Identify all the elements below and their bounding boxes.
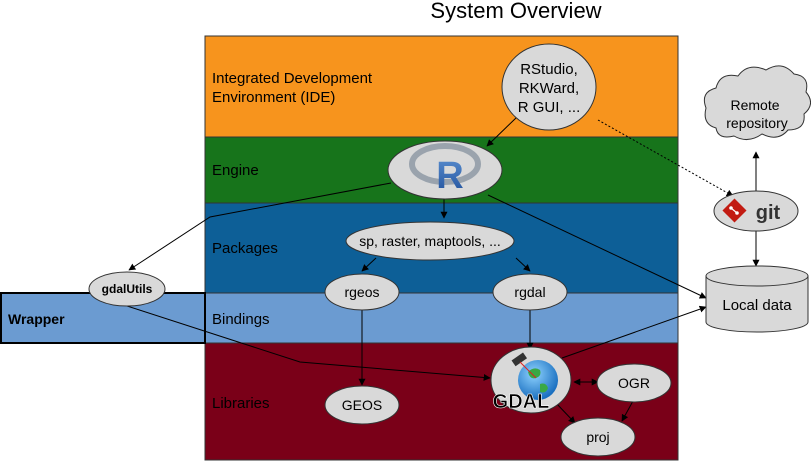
- gdal-globe-icon: [511, 352, 558, 400]
- packages-to-rgeos-arrow: [361, 257, 377, 272]
- remote-repository-cloud: [703, 65, 811, 140]
- geos-node: [324, 385, 400, 425]
- wrapper-box: [0, 292, 206, 344]
- engine-layer-label: Engine: [212, 162, 259, 179]
- ide-to-git-dotted: [597, 119, 734, 197]
- gdalutils-to-gdal-arrow: [126, 305, 491, 381]
- proj-node: [560, 417, 636, 457]
- rgdal-node: [492, 273, 568, 311]
- rgeos-node: [324, 273, 400, 311]
- ide-layer-label-line1: Integrated Development: [212, 70, 373, 87]
- diagram-title: System Overview: [430, 0, 601, 23]
- ogr-node-label: OGR: [618, 375, 650, 391]
- ide-to-r-arrow: [486, 116, 518, 147]
- gdal-to-localdata-arrow: [561, 305, 707, 359]
- bindings-layer-label: Bindings: [212, 311, 270, 328]
- ide-apps-line3: R GUI, ...: [518, 99, 581, 116]
- packages-layer-label: Packages: [212, 240, 278, 257]
- r-logo-icon: R: [409, 143, 481, 197]
- ogr-node: [596, 363, 672, 403]
- bindings-layer: [204, 292, 679, 344]
- ide-apps-node: [501, 43, 597, 131]
- geos-node-label: GEOS: [342, 397, 382, 413]
- local-data-label: Local data: [722, 297, 792, 314]
- ide-apps-line2: RKWard,: [519, 80, 579, 97]
- gdal-node-label: GDAL: [493, 391, 550, 413]
- svg-text:R: R: [436, 155, 463, 197]
- connectors: [126, 116, 760, 424]
- ogr-to-proj-arrow: [621, 400, 634, 422]
- rgdal-node-label: rgdal: [514, 284, 545, 300]
- packages-to-rgdal-arrow: [515, 257, 531, 272]
- proj-node-label: proj: [586, 429, 609, 445]
- ide-layer-label-line2: Environment (IDE): [212, 89, 335, 106]
- packages-node: [345, 221, 515, 261]
- gdalutils-node: [88, 271, 166, 307]
- local-data-cylinder: [705, 265, 809, 333]
- ide-apps-line1: RStudio,: [520, 61, 578, 78]
- wrapper-label: Wrapper: [8, 311, 65, 327]
- libraries-layer-label: Libraries: [212, 395, 270, 412]
- packages-node-label: sp, raster, maptools, ...: [359, 233, 501, 249]
- rgeos-node-label: rgeos: [344, 284, 379, 300]
- gdalutils-node-label: gdalUtils: [102, 282, 153, 296]
- r-to-gdalutils-arrow: [128, 182, 392, 271]
- git-node-label: git: [756, 202, 781, 224]
- remote-repository-line1: Remote: [730, 97, 779, 113]
- remote-repository-line2: repository: [726, 115, 787, 131]
- gdal-to-proj-arrow: [555, 402, 576, 424]
- r-to-localdata-arrow: [487, 194, 707, 299]
